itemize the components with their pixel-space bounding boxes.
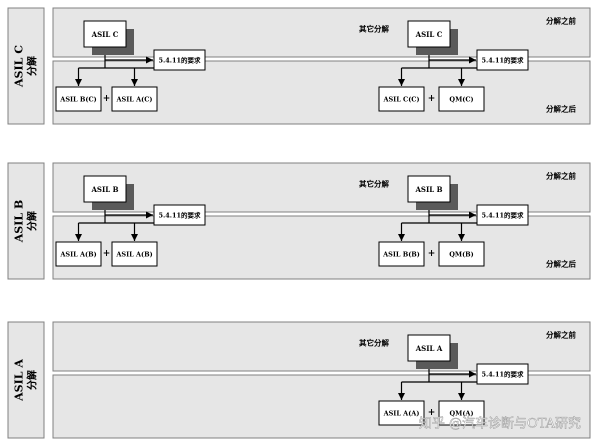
decomposed-asil-box-label: ASIL A(B) xyxy=(59,251,96,259)
decomposed-asil-box: ASIL C(C) xyxy=(378,86,425,112)
requirement-box: 5.4.11的要求 xyxy=(476,204,529,226)
arrow-down-icon xyxy=(398,234,405,241)
right-group: ASIL C 5.4.11的要求 ASIL C(C) QM(C) + xyxy=(378,20,529,112)
requirement-box-label: 5.4.11的要求 xyxy=(158,211,201,220)
decomposed-asil-box-label: ASIL A(B) xyxy=(115,251,152,259)
decomposed-asil-box: ASIL B(C) xyxy=(55,86,102,112)
before-label: 分解之前 xyxy=(546,171,576,181)
decomposed-asil-box-label: ASIL B(C) xyxy=(59,96,96,104)
arrow-down-icon xyxy=(458,393,465,400)
plus-sign: + xyxy=(103,94,111,104)
source-asil-box: ASIL B xyxy=(407,175,458,210)
before-panel xyxy=(52,162,591,213)
decomposed-asil-box-label: QM(C) xyxy=(449,96,473,104)
arrow-down-icon xyxy=(131,79,138,86)
source-asil-box-label: ASIL C xyxy=(415,30,443,39)
arrow-right-icon xyxy=(469,56,476,64)
source-asil-box: ASIL C xyxy=(83,20,134,55)
plus-sign: + xyxy=(428,249,436,259)
requirement-box-label: 5.4.11的要求 xyxy=(481,56,524,65)
other-decomposition-label: 其它分解 xyxy=(359,338,389,348)
arrow-down-icon xyxy=(398,79,405,86)
arrow-right-icon xyxy=(469,211,476,219)
arrow-right-icon xyxy=(146,211,153,219)
before-panel xyxy=(52,321,591,372)
source-asil-box-label: ASIL C xyxy=(91,30,119,39)
after-label: 分解之后 xyxy=(546,104,576,114)
other-decomposition-label: 其它分解 xyxy=(359,24,389,34)
arrow-right-icon xyxy=(469,370,476,378)
decomposed-asil-box: ASIL A(C) xyxy=(111,86,158,112)
arrow-down-icon xyxy=(398,393,405,400)
before-panel xyxy=(52,7,591,58)
arrow-down-icon xyxy=(75,79,82,86)
decomposed-asil-box-label: ASIL A(C) xyxy=(116,96,153,104)
decomposed-asil-box-label: ASIL B(B) xyxy=(382,251,420,259)
after-label: 分解之后 xyxy=(546,259,576,269)
decomposed-asil-box-label: QM(A) xyxy=(449,410,473,418)
left-group: ASIL B 5.4.11的要求 ASIL A(B) ASIL A(B) + xyxy=(55,175,206,267)
decomposed-asil-box-label: ASIL A(A) xyxy=(383,410,420,418)
source-asil-box: ASIL A xyxy=(407,334,458,369)
source-asil-box: ASIL C xyxy=(407,20,458,55)
decomposed-asil-box-label: QM(B) xyxy=(449,251,474,259)
watermark-text: 知乎 @汽车诊断与OTA研究 xyxy=(419,416,581,432)
plus-sign: + xyxy=(428,94,436,104)
requirement-box: 5.4.11的要求 xyxy=(476,363,529,385)
before-label: 分解之前 xyxy=(546,16,576,26)
plus-sign: + xyxy=(103,249,111,259)
arrow-down-icon xyxy=(131,234,138,241)
source-asil-box-label: ASIL B xyxy=(414,185,442,194)
decomposed-asil-box-label: ASIL C(C) xyxy=(382,96,419,104)
decomposed-asil-box: QM(B) xyxy=(438,241,485,267)
requirement-box-label: 5.4.11的要求 xyxy=(481,370,524,379)
arrow-down-icon xyxy=(458,79,465,86)
side-subtitle: 分解 xyxy=(26,370,39,390)
side-title: ASIL B xyxy=(13,200,26,244)
source-asil-box: ASIL B xyxy=(83,175,134,210)
requirement-box: 5.4.11的要求 xyxy=(153,204,206,226)
decomposed-asil-box: ASIL B(B) xyxy=(378,241,425,267)
right-group: ASIL A 5.4.11的要求 ASIL A(A) QM(A) + xyxy=(378,334,529,426)
side-subtitle: 分解 xyxy=(26,211,39,231)
after-panel xyxy=(52,374,591,439)
before-label: 分解之前 xyxy=(546,330,576,340)
decomposed-asil-box: ASIL A(A) xyxy=(378,400,425,426)
side-subtitle: 分解 xyxy=(26,56,39,76)
left-group: ASIL C 5.4.11的要求 ASIL B(C) ASIL A(C) + xyxy=(55,20,206,112)
side-title: ASIL A xyxy=(13,359,26,402)
requirement-box: 5.4.11的要求 xyxy=(153,49,206,71)
source-asil-box-label: ASIL B xyxy=(90,185,118,194)
side-title: ASIL C xyxy=(13,45,26,88)
plus-sign: + xyxy=(428,408,436,418)
arrow-down-icon xyxy=(458,234,465,241)
decomposed-asil-box: QM(C) xyxy=(438,86,485,112)
arrow-down-icon xyxy=(75,234,82,241)
decomposed-asil-box: ASIL A(B) xyxy=(111,241,158,267)
source-asil-box-label: ASIL A xyxy=(415,344,443,353)
requirement-box-label: 5.4.11的要求 xyxy=(158,56,201,65)
requirement-box: 5.4.11的要求 xyxy=(476,49,529,71)
decomposed-asil-box: ASIL A(B) xyxy=(55,241,102,267)
decomposed-asil-box: QM(A) xyxy=(438,400,485,426)
right-group: ASIL B 5.4.11的要求 ASIL B(B) QM(B) + xyxy=(378,175,529,267)
arrow-right-icon xyxy=(146,56,153,64)
other-decomposition-label: 其它分解 xyxy=(359,179,389,189)
requirement-box-label: 5.4.11的要求 xyxy=(481,211,524,220)
